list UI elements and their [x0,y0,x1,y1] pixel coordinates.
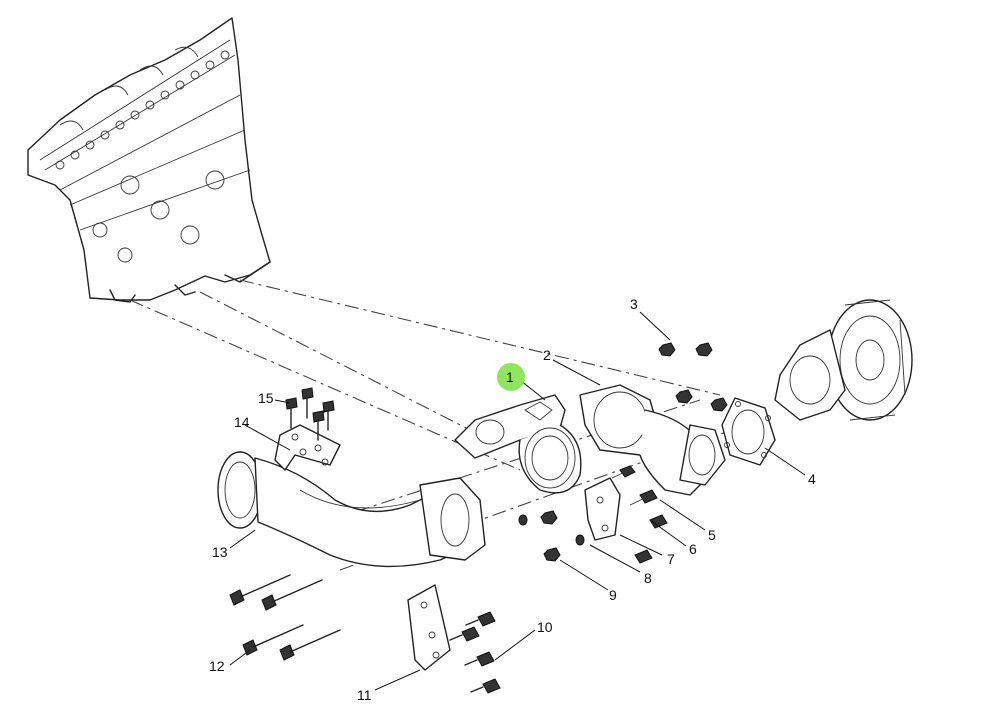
callout-4: 4 [808,471,816,487]
callout-9: 9 [609,587,617,603]
bracket-part-11 [407,584,451,671]
engine-block [27,17,271,303]
long-bolts-part-12 [229,574,341,661]
turbocharger [774,299,913,421]
callout-12: 12 [209,658,225,674]
callout-3: 3 [630,296,638,312]
callout-13: 13 [212,544,228,560]
leader-lines [229,311,806,691]
callout-10: 10 [537,619,553,635]
gasket-part-4 [721,397,776,466]
valve-actuator-part-1 [454,394,582,494]
bracket-part-5 [584,465,668,564]
elbow-part-2 [579,384,726,496]
nuts-part-3 [658,342,728,412]
callout-5: 5 [708,527,716,543]
callout-1: 1 [506,369,514,385]
callout-6: 6 [689,541,697,557]
nuts-part-8-9 [518,510,585,562]
callout-8: 8 [644,570,652,586]
bolts-part-15 [285,387,335,441]
bracket-part-14 [274,424,341,471]
callout-1-highlight [497,363,525,391]
exhaust-pipe-part-13 [217,451,486,568]
callout-11: 11 [357,687,372,703]
bolts-part-10 [449,611,501,694]
callout-7: 7 [667,551,675,567]
callout-14: 14 [234,414,250,430]
callout-labels: 1 2 3 4 5 6 7 8 9 10 11 12 13 14 15 [209,296,816,703]
callout-15: 15 [258,390,274,406]
callout-2: 2 [543,347,551,363]
